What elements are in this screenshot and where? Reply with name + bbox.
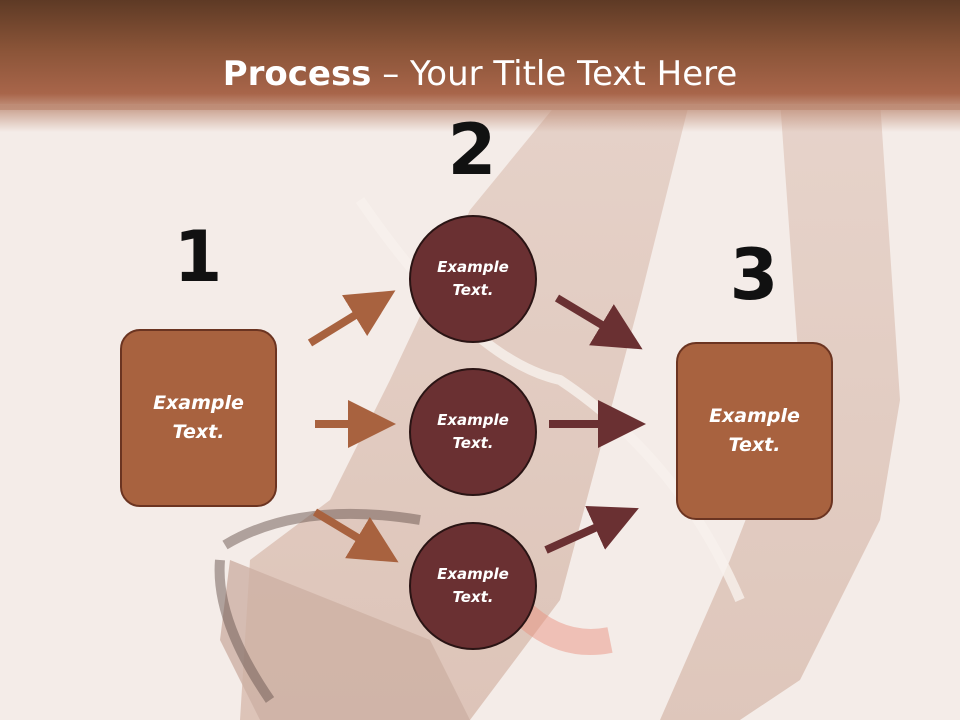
step-2-circle-top: Example Text.: [409, 215, 537, 343]
title-bold: Process: [222, 54, 372, 94]
arrow-1-to-top: [307, 290, 396, 347]
step-2-circle-bottom: Example Text.: [409, 522, 537, 650]
page-title: Process – Your Title Text Here: [0, 52, 960, 96]
step-1-box: Example Text.: [120, 329, 277, 507]
circle-middle-text: Example Text.: [437, 411, 509, 452]
step-3-text: Example Text.: [709, 405, 800, 456]
step-3-box: Example Text.: [676, 342, 833, 520]
arrow-1-to-bottom: [312, 508, 399, 563]
step-3-number: 3: [729, 234, 779, 316]
title-bar-fade: [0, 104, 960, 132]
step-2-circle-middle: Example Text.: [409, 368, 537, 496]
arrow-bottom-to-3: [544, 505, 639, 554]
step-1-number: 1: [173, 216, 223, 298]
step-1-text: Example Text.: [153, 392, 244, 443]
step-2-number: 2: [447, 109, 497, 191]
title-rest: – Your Title Text Here: [371, 54, 738, 94]
circle-bottom-text: Example Text.: [437, 565, 509, 606]
circle-top-text: Example Text.: [437, 258, 509, 299]
arrow-top-to-3: [554, 294, 643, 350]
title-bar: [0, 0, 960, 110]
